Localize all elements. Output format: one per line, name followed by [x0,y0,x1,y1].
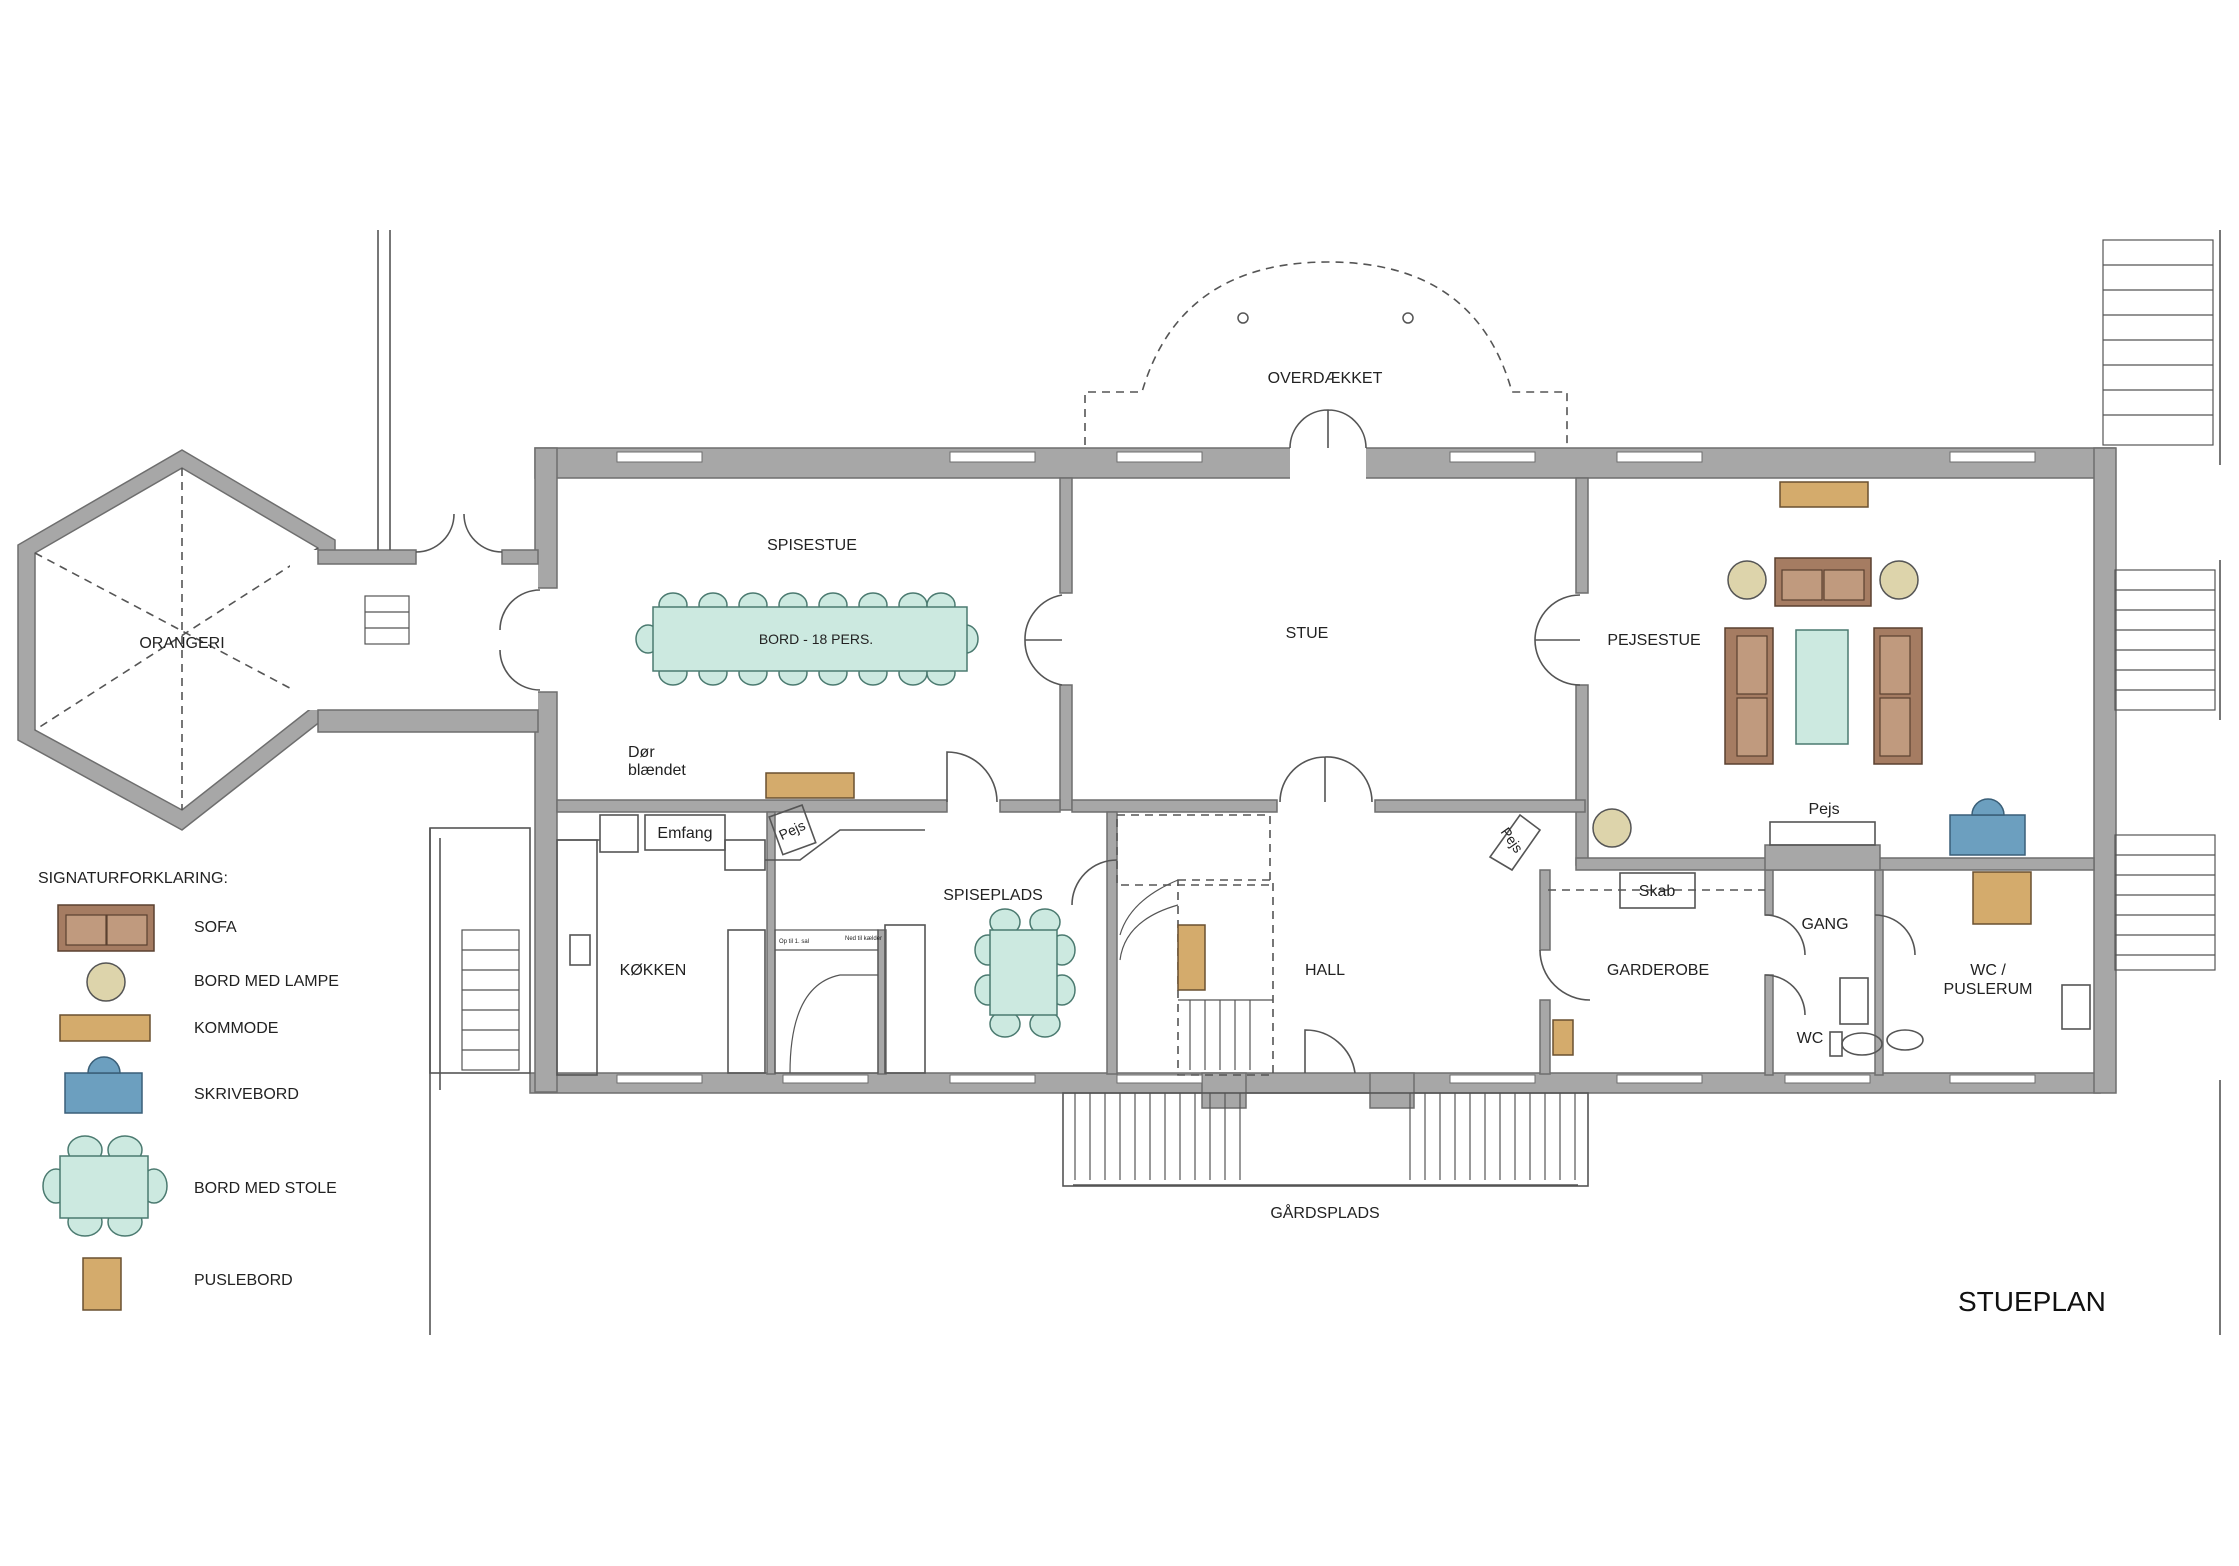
legend-label-bord-stole: BORD MED STOLE [194,1180,337,1197]
lamp-table-left [1727,560,1767,600]
room-labels: ORANGERI SPISESTUE BORD - 18 PERS. STUE … [139,370,2106,1317]
plan-title: STUEPLAN [1958,1286,2106,1317]
overdaekket-area [1084,261,1568,445]
south-steps [1062,1092,1589,1187]
pejs-fireplace [1769,821,1876,846]
label-gang: GANG [1801,916,1848,933]
label-stue: STUE [1286,625,1329,642]
legend-label-lamp: BORD MED LAMPE [194,973,339,990]
kitchen-fixtures [429,804,2091,1335]
hall-kommode [1177,924,1206,991]
east-stairs [2102,230,2221,1335]
changing-table-icon [82,1257,122,1311]
lamp-table-right [1879,560,1919,600]
label-overdaekket: OVERDÆKKET [1268,370,1383,387]
label-garderobe: GARDEROBE [1607,962,1709,979]
wc-kommode [1972,871,2032,925]
main-walls [529,409,2117,1109]
pejsestue-desk [1949,814,2026,856]
label-emfang: Emfang [657,825,712,842]
legend-label-kommode: KOMMODE [194,1020,278,1037]
label-stair-note-2: Ned til kælder [845,936,882,942]
label-wc: WC [1797,1030,1824,1047]
coffee-table [1795,629,1849,745]
garderobe-kommode [1552,1019,1574,1056]
sofa-icon [57,904,155,952]
label-pejs-kitchen: Pejs [776,817,807,843]
pejsestue-furniture [1592,481,2032,925]
label-gaardsplads: GÅRDSPLADS [1270,1203,1379,1222]
orangeri [17,230,541,831]
label-dor-2: blændet [628,762,686,779]
spisestue-table [652,606,968,672]
lamp-table-icon [86,962,126,1002]
legend-label-sofa: SOFA [194,919,237,936]
label-hall: HALL [1305,962,1345,979]
legend: SIGNATURFORKLARING: SOFA BORD MED LAMPE … [38,870,339,1311]
spiseplads-table [989,929,1058,1016]
spisestue-table-group [635,592,979,799]
pejsestue-kommode [1779,481,1869,508]
label-bord-18: BORD - 18 PERS. [759,631,873,647]
label-wc-puslerum-1: WC / [1970,962,2006,979]
label-skab: Skab [1639,883,1676,900]
table-chairs-icon [42,1135,168,1237]
label-wc-puslerum-2: PUSLERUM [1944,981,2033,998]
label-spiseplads: SPISEPLADS [943,887,1043,904]
lamp-table-corner [1592,808,1632,848]
label-spisestue: SPISESTUE [767,537,857,554]
label-orangeri: ORANGERI [139,635,224,652]
label-pejsestue: PEJSESTUE [1607,632,1700,649]
label-koekken: KØKKEN [620,962,687,979]
dresser-icon [59,1014,151,1042]
label-dor-1: Dør [628,744,655,761]
label-pejs-stue: Pejs [1808,801,1839,818]
legend-heading: SIGNATURFORKLARING: [38,870,228,887]
legend-label-skrivebord: SKRIVEBORD [194,1086,299,1103]
spisestue-kommode [765,772,855,799]
interior-doors [946,594,1916,1074]
desk-icon [64,1056,143,1114]
spiseplads-table-group [974,908,1076,1038]
label-stair-note-1: Op til 1. sal [779,939,809,945]
legend-label-puslebord: PUSLEBORD [194,1272,293,1289]
